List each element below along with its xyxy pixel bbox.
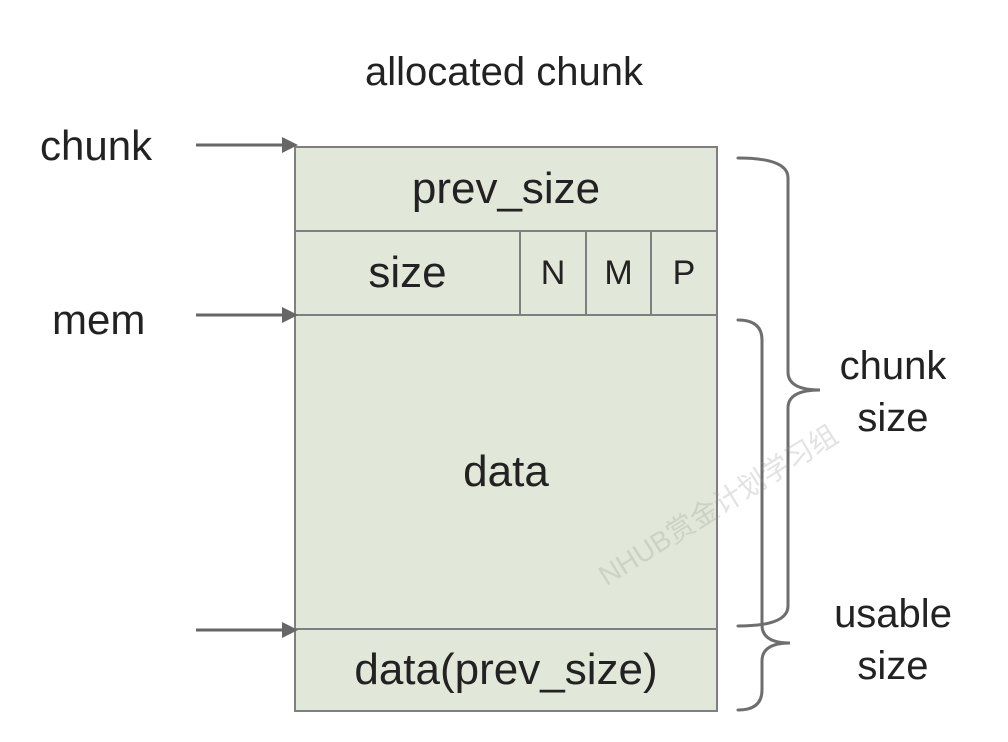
chunk-arrow [196, 137, 298, 153]
diagram-title: allocated chunk [365, 50, 643, 94]
data-field: data [294, 314, 718, 630]
flag-m-label: M [604, 253, 633, 292]
flag-p-label: P [672, 253, 696, 292]
chunk-pointer-label: chunk [40, 122, 153, 169]
flag-n-field: N [519, 230, 587, 316]
data-label: data [463, 447, 549, 496]
size-label: size [368, 248, 447, 297]
next-chunk-arrow [196, 622, 298, 638]
chunk-size-label: chunk size [839, 344, 947, 440]
usable-size-label: usable size [834, 592, 952, 688]
flag-p-field: P [650, 230, 718, 316]
flag-n-label: N [540, 253, 566, 292]
mem-arrow [196, 307, 298, 323]
mem-pointer-label: mem [52, 296, 146, 343]
usable-size-brace [736, 318, 791, 712]
prev-size-label: prev_size [411, 164, 601, 213]
next-prev-size-field: data(prev_size) [294, 628, 718, 712]
chunk-size-brace [736, 156, 821, 628]
next-prev-size-label: data(prev_size) [354, 645, 658, 694]
flag-m-field: M [585, 230, 652, 316]
